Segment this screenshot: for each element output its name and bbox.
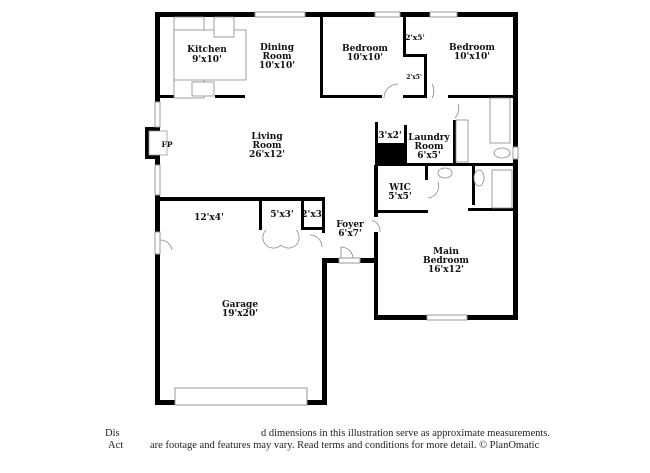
living-label-1: Living xyxy=(251,132,283,142)
closet-b-dims: 2'x5' xyxy=(406,74,422,81)
foyer-dims: 6'x7' xyxy=(338,229,361,239)
fixtures xyxy=(159,16,513,259)
main-bedroom-label-1: Main xyxy=(433,247,459,257)
garage-dims: 19'x20' xyxy=(222,309,258,319)
fireplace-label: FP xyxy=(162,140,173,149)
kitchen-dims: 9'x10' xyxy=(192,55,222,65)
kitchen-label: Kitchen xyxy=(187,45,227,55)
dining-dims: 10'x10' xyxy=(259,61,295,71)
room-labels: Kitchen 9'x10' Dining Room 10'x10' Bedro… xyxy=(162,33,496,319)
foyer-label: Foyer xyxy=(336,220,364,230)
laundry-label-1: Laundry xyxy=(408,133,450,143)
disclaimer-line2-start: Act xyxy=(108,440,123,451)
dining-label-2: Room xyxy=(262,52,291,62)
hall-closet-dims: 3'x2' xyxy=(378,131,401,141)
disclaimer: Dis d dimensions in this illustration se… xyxy=(105,428,550,451)
main-bedroom-label-2: Bedroom xyxy=(423,256,469,266)
bedroom2-label: Bedroom xyxy=(449,43,495,53)
bedroom1-label: Bedroom xyxy=(342,44,388,54)
wic-label: WIC xyxy=(388,183,410,193)
storage-dims: 12'x4' xyxy=(194,213,224,223)
bedroom2-dims: 10'x10' xyxy=(454,52,490,62)
living-dims: 26'x12' xyxy=(249,150,285,160)
wic-dims: 5'x5' xyxy=(388,192,411,202)
disclaimer-line1-end: d dimensions in this illustration serve … xyxy=(261,428,550,439)
laundry-label-2: Room xyxy=(414,142,443,152)
laundry-dims: 6'x5' xyxy=(417,151,440,161)
disclaimer-line1-start: Dis xyxy=(105,428,120,439)
windows xyxy=(154,11,519,406)
living-label-2: Room xyxy=(252,141,281,151)
bedroom1-dims: 10'x10' xyxy=(347,53,383,63)
dining-label-1: Dining xyxy=(260,43,295,53)
disclaimer-line2-end: are footage and features may vary. Read … xyxy=(150,440,540,451)
closet-a-dims: 2'x5' xyxy=(405,33,425,42)
garage-label: Garage xyxy=(222,300,258,310)
main-bedroom-dims: 16'x12' xyxy=(428,265,464,275)
closet-d-dims: 2'x3' xyxy=(301,210,324,220)
closet-c-dims: 5'x3' xyxy=(270,210,293,220)
